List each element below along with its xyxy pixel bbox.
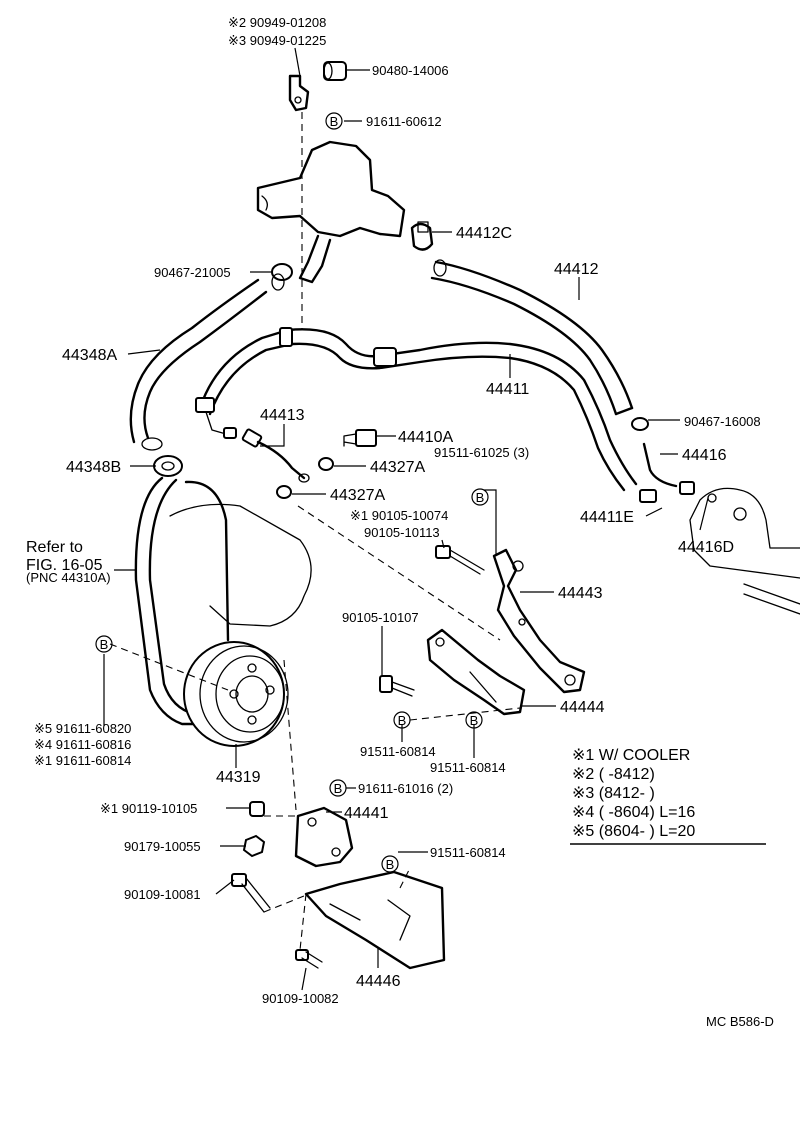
label-44319: 44319 xyxy=(216,769,261,786)
label-91511-61025: 91511-61025 (3) xyxy=(434,445,529,460)
clamp-90467-16008-drawing xyxy=(631,417,649,431)
bolt-90105-10107-drawing xyxy=(379,675,415,697)
label-90119-10105: ※1 90119-10105 xyxy=(100,801,197,816)
bolt-90109-10082-drawing xyxy=(295,949,323,969)
clamp-44412c-drawing xyxy=(410,221,434,251)
engine-outline-drawing xyxy=(169,503,312,627)
label-44411: 44411 xyxy=(486,381,529,398)
refer-note-line2: FIG. 16-05 xyxy=(26,557,103,574)
label-90109-10082: 90109-10082 xyxy=(262,991,339,1006)
svg-text:B: B xyxy=(398,713,407,728)
tube-44416-drawing xyxy=(642,442,695,495)
legend-row-4: ※4 ( -8604) L=16 xyxy=(572,804,695,821)
label-90109-10081: 90109-10081 xyxy=(124,887,201,902)
bolt-marker-91611-61016: B xyxy=(329,779,347,797)
washer-44327a-bottom-drawing xyxy=(276,485,292,499)
bolt-90105-10113-drawing xyxy=(435,545,485,575)
washer-44327a-top-drawing xyxy=(318,457,334,471)
legend-row-5: ※5 (8604- ) L=20 xyxy=(572,823,695,840)
label-44348b: 44348B xyxy=(66,459,121,476)
label-44327a-top: 44327A xyxy=(370,459,425,476)
refer-note-line1: Refer to xyxy=(26,539,83,556)
label-90467-16008: 90467-16008 xyxy=(684,414,761,429)
label-44412c: 44412C xyxy=(456,225,512,242)
dashed-guides xyxy=(109,112,521,951)
tube-44413-drawing xyxy=(241,428,310,483)
svg-text:B: B xyxy=(470,713,479,728)
bolt-marker-91611-60612: B xyxy=(325,112,343,130)
refer-note-line3: (PNC 44310A) xyxy=(26,570,111,585)
label-90480-14006: 90480-14006 xyxy=(372,63,449,78)
nut-90179-10055-drawing xyxy=(242,834,266,858)
diagram-code: MC B586-D xyxy=(706,1014,774,1029)
label-44444: 44444 xyxy=(560,699,605,716)
bolt-marker-91511-60814-a: B xyxy=(393,711,411,729)
bolt-marker-91511-60814-b: B xyxy=(465,711,483,729)
bracket-44441-drawing xyxy=(294,806,354,868)
label-44416d: 44416D xyxy=(678,539,734,556)
label-91611-60820: ※5 91611-60820 xyxy=(34,721,131,736)
label-44412: 44412 xyxy=(554,261,599,278)
label-90949-01225: ※3 90949-01225 xyxy=(228,33,326,48)
suction-hose-44348a-drawing xyxy=(129,278,268,451)
label-90105-10113: 90105-10113 xyxy=(364,525,440,540)
label-91511-60814-a: 91511-60814 xyxy=(360,744,436,759)
svg-text:B: B xyxy=(386,857,395,872)
return-hose-44412-drawing xyxy=(430,259,634,416)
label-44413: 44413 xyxy=(260,407,305,424)
legend-row-3: ※3 (8412- ) xyxy=(572,785,655,802)
label-90467-21005: 90467-21005 xyxy=(154,265,231,280)
label-90105-10074: ※1 90105-10074 xyxy=(350,508,448,523)
svg-text:B: B xyxy=(476,490,485,505)
bolt-90119-10105-drawing xyxy=(249,801,265,817)
bracket-44444-drawing xyxy=(426,628,526,716)
label-90105-10107: 90105-10107 xyxy=(342,610,419,625)
bracket-44446-drawing xyxy=(304,870,446,970)
reservoir-clip-drawing xyxy=(288,74,310,112)
label-44441: 44441 xyxy=(344,805,389,822)
label-44443: 44443 xyxy=(558,585,603,602)
bolt-44410a-drawing xyxy=(343,429,377,447)
pulley-44348b-drawing xyxy=(153,455,183,477)
svg-text:B: B xyxy=(334,781,343,796)
label-44446: 44446 xyxy=(356,973,401,990)
label-91511-60814-b: 91511-60814 xyxy=(430,760,506,775)
label-44410a: 44410A xyxy=(398,429,453,446)
clamp-90467-21005-drawing xyxy=(271,263,293,291)
notes-legend: ※1 W/ COOLER ※2 ( -8412) ※3 (8412- ) ※4 … xyxy=(570,747,766,845)
label-44348a: 44348A xyxy=(62,347,117,364)
bracket-44443-drawing xyxy=(492,548,586,694)
label-44327a-bottom: 44327A xyxy=(330,487,385,504)
reservoir-tank-drawing xyxy=(256,140,406,284)
label-91611-60814: ※1 91611-60814 xyxy=(34,753,131,768)
label-90949-01208: ※2 90949-01208 xyxy=(228,15,326,30)
svg-text:B: B xyxy=(330,114,339,129)
label-91511-60814-c: 91511-60814 xyxy=(430,845,506,860)
bolt-marker-91611-60820: B xyxy=(95,635,113,653)
bolt-90109-10081-drawing xyxy=(231,873,271,913)
drive-belt-drawing xyxy=(134,476,230,726)
label-44416: 44416 xyxy=(682,447,727,464)
label-91611-60816: ※4 91611-60816 xyxy=(34,737,131,752)
bolt-marker-91511-61025: B xyxy=(471,488,489,506)
pressure-hose-44411-drawing xyxy=(195,327,657,503)
legend-row-2: ※2 ( -8412) xyxy=(572,766,655,783)
label-91611-60612: 91611-60612 xyxy=(366,114,442,129)
legend-row-1: ※1 W/ COOLER xyxy=(572,747,690,764)
pulley-44319-drawing xyxy=(183,641,289,747)
label-90179-10055: 90179-10055 xyxy=(124,839,201,854)
bolt-marker-91511-60814-c: B xyxy=(381,855,399,873)
svg-text:B: B xyxy=(100,637,109,652)
leader-lines xyxy=(103,47,709,991)
union-nut-drawing xyxy=(323,61,347,81)
label-44411e: 44411E xyxy=(580,509,634,526)
label-91611-61016: 91611-61016 (2) xyxy=(358,781,453,796)
